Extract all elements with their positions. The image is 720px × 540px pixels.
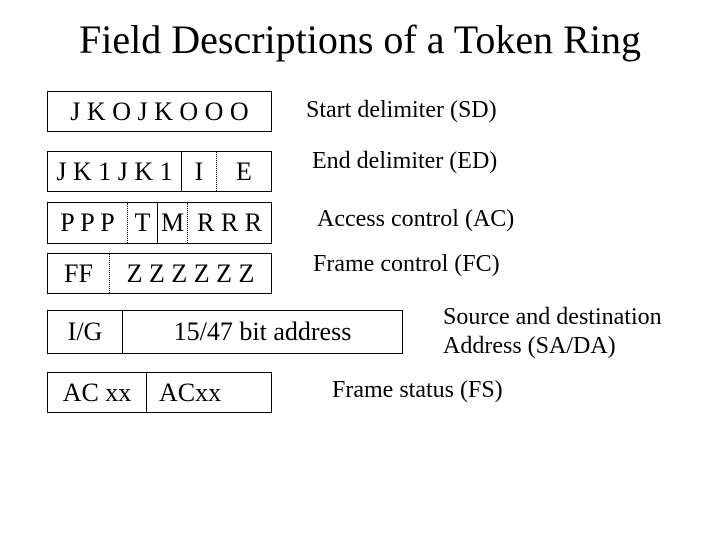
access-control-label: Access control (AC) [317, 206, 515, 232]
frame-status-cell-acxx-2: ACxx [146, 373, 271, 412]
frame-status-label: Frame status (FS) [332, 377, 503, 403]
access-control-cell-m: M [157, 203, 187, 243]
frame-control-cell-zzzzzz: Z Z Z Z Z Z [109, 254, 271, 293]
frame-control-cell-ff: FF [64, 258, 93, 288]
access-control-field-box: P P P T M R R R [47, 202, 272, 244]
end-delimiter-cell-e: E [216, 152, 271, 191]
frame-status-field-box: AC xx ACxx [47, 372, 272, 413]
slide-title: Field Descriptions of a Token Ring [79, 17, 641, 62]
end-delimiter-label: End delimiter (ED) [312, 148, 498, 174]
address-cell-ig: I/G [67, 317, 103, 346]
access-control-cell-ppp: P P P [60, 208, 115, 237]
access-control-cell-t: T [127, 203, 157, 243]
end-delimiter-field-box: J K 1 J K 1 I E [47, 151, 272, 192]
end-delimiter-cell-jk1jk1: J K 1 J K 1 [56, 156, 173, 186]
frame-status-cell-acxx-1: AC xx [62, 377, 132, 407]
address-field-box: I/G 15/47 bit address [47, 310, 403, 354]
address-label: Source and destination Address (SA/DA) [443, 304, 662, 359]
end-delimiter-cell-i: I [181, 152, 216, 191]
frame-control-field-box: FF Z Z Z Z Z Z [47, 253, 272, 294]
start-delimiter-field-box: J K O J K O O O [47, 91, 272, 132]
start-delimiter-label: Start delimiter (SD) [306, 97, 497, 123]
address-cell-bits: 15/47 bit address [122, 311, 402, 353]
start-delimiter-cell: J K O J K O O O [70, 96, 249, 126]
access-control-cell-rrr: R R R [187, 203, 271, 243]
frame-control-label: Frame control (FC) [313, 251, 500, 277]
